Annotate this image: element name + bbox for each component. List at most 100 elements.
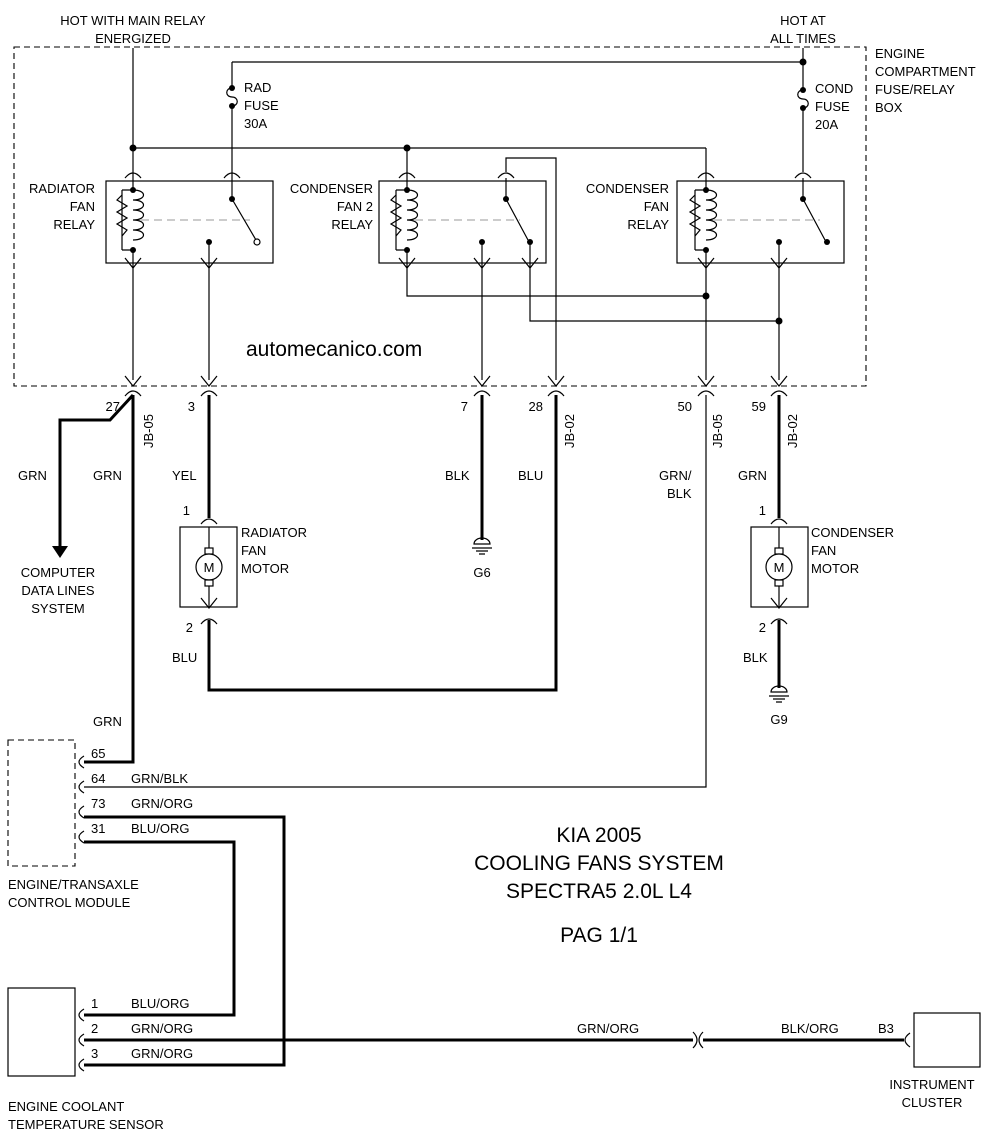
svg-text:28: 28 (529, 399, 543, 414)
svg-text:JB-02: JB-02 (785, 414, 800, 448)
diagram-title: KIA 2005 COOLING FANS SYSTEM SPECTRA5 2.… (474, 824, 724, 947)
cond-fuse: COND FUSE 20A (797, 81, 853, 172)
svg-text:COOLING FANS SYSTEM: COOLING FANS SYSTEM (474, 852, 724, 875)
svg-text:TEMPERATURE SENSOR: TEMPERATURE SENSOR (8, 1117, 164, 1132)
svg-text:65: 65 (91, 746, 105, 761)
svg-text:FAN 2: FAN 2 (337, 199, 373, 214)
svg-text:GRN/BLK: GRN/BLK (131, 771, 188, 786)
svg-text:ALL TIMES: ALL TIMES (770, 31, 836, 46)
svg-text:JB-05: JB-05 (141, 414, 156, 448)
svg-text:G9: G9 (770, 712, 787, 727)
svg-text:HOT AT: HOT AT (780, 13, 826, 28)
box-pin-numbers: 27 3 7 28 50 59 (106, 399, 766, 414)
svg-text:2: 2 (91, 1021, 98, 1036)
svg-text:BLK: BLK (667, 486, 692, 501)
svg-text:BLK: BLK (743, 650, 768, 665)
svg-text:FUSE: FUSE (815, 99, 850, 114)
fuse-relay-box-outline (13, 46, 867, 387)
engine-transaxle-control-module: 65 64 73 31 GRN/BLK GRN/ORG BLU/ORG ENGI… (7, 739, 193, 910)
svg-text:PAG 1/1: PAG 1/1 (560, 924, 638, 947)
svg-text:3: 3 (188, 399, 195, 414)
condenser-fan-relay: CONDENSER FAN RELAY (586, 172, 845, 269)
svg-text:BLU: BLU (172, 650, 197, 665)
svg-text:GRN/ORG: GRN/ORG (577, 1021, 639, 1036)
wire-color-labels: GRN GRN YEL BLK BLU GRN/ BLK GRN BLU BLK… (18, 468, 768, 729)
svg-text:INSTRUMENT: INSTRUMENT (889, 1077, 974, 1092)
svg-text:CONDENSER: CONDENSER (586, 181, 669, 196)
svg-text:COMPUTER: COMPUTER (21, 565, 95, 580)
svg-text:JB-05: JB-05 (710, 414, 725, 448)
svg-text:ENGINE COOLANT: ENGINE COOLANT (8, 1099, 124, 1114)
svg-text:SYSTEM: SYSTEM (31, 601, 84, 616)
svg-text:FAN: FAN (811, 543, 836, 558)
svg-text:FAN: FAN (70, 199, 95, 214)
svg-text:GRN/ORG: GRN/ORG (131, 796, 193, 811)
svg-text:M: M (774, 560, 785, 575)
svg-text:BOX: BOX (875, 100, 903, 115)
svg-text:RAD: RAD (244, 80, 271, 95)
svg-text:73: 73 (91, 796, 105, 811)
svg-text:GRN: GRN (738, 468, 767, 483)
svg-text:RELAY: RELAY (53, 217, 95, 232)
engine-coolant-temperature-sensor: 1 2 3 BLU/ORG GRN/ORG GRN/ORG ENGINE COO… (7, 987, 193, 1132)
svg-text:3: 3 (91, 1046, 98, 1061)
computer-data-lines-arrow (52, 546, 68, 558)
svg-text:CONTROL MODULE: CONTROL MODULE (8, 895, 131, 910)
instrument-cluster: GRN/ORG BLK/ORG B3 INSTRUMENT CLUSTER (577, 1012, 981, 1110)
svg-text:FUSE/RELAY: FUSE/RELAY (875, 82, 955, 97)
svg-text:BLK: BLK (445, 468, 470, 483)
hot-main-relay-label: HOT WITH MAIN RELAY ENERGIZED (60, 13, 206, 46)
svg-text:7: 7 (461, 399, 468, 414)
svg-text:GRN/ORG: GRN/ORG (131, 1046, 193, 1061)
svg-text:MOTOR: MOTOR (811, 561, 859, 576)
svg-text:MOTOR: MOTOR (241, 561, 289, 576)
radiator-fan-motor: M 1 2 RADIATOR FAN MOTOR (179, 503, 307, 635)
condenser-fan-motor: M 1 2 CONDENSER FAN MOTOR (750, 503, 894, 635)
svg-text:CLUSTER: CLUSTER (902, 1095, 963, 1110)
svg-text:31: 31 (91, 821, 105, 836)
svg-text:50: 50 (678, 399, 692, 414)
svg-text:BLK/ORG: BLK/ORG (781, 1021, 839, 1036)
svg-text:BLU: BLU (518, 468, 543, 483)
watermark: automecanico.com (246, 338, 422, 361)
svg-text:30A: 30A (244, 116, 267, 131)
radiator-fan-relay: RADIATOR FAN RELAY (29, 172, 274, 269)
svg-text:COND: COND (815, 81, 853, 96)
svg-text:ENGINE: ENGINE (875, 46, 925, 61)
fuse-box-label: ENGINE COMPARTMENT FUSE/RELAY BOX (875, 46, 976, 115)
svg-text:ENERGIZED: ENERGIZED (95, 31, 171, 46)
svg-text:JB-02: JB-02 (562, 414, 577, 448)
svg-text:HOT WITH MAIN RELAY: HOT WITH MAIN RELAY (60, 13, 206, 28)
svg-text:BLU/ORG: BLU/ORG (131, 821, 190, 836)
svg-text:RADIATOR: RADIATOR (29, 181, 95, 196)
svg-text:RELAY: RELAY (331, 217, 373, 232)
svg-text:20A: 20A (815, 117, 838, 132)
svg-text:GRN: GRN (93, 714, 122, 729)
svg-text:GRN: GRN (18, 468, 47, 483)
svg-text:ENGINE/TRANSAXLE: ENGINE/TRANSAXLE (8, 877, 139, 892)
svg-text:64: 64 (91, 771, 105, 786)
svg-text:KIA 2005: KIA 2005 (556, 824, 641, 847)
svg-text:FAN: FAN (241, 543, 266, 558)
svg-text:CONDENSER: CONDENSER (811, 525, 894, 540)
svg-text:YEL: YEL (172, 468, 197, 483)
svg-text:DATA LINES: DATA LINES (21, 583, 95, 598)
svg-text:1: 1 (91, 996, 98, 1011)
svg-text:M: M (204, 560, 215, 575)
svg-text:GRN/: GRN/ (659, 468, 692, 483)
svg-text:FUSE: FUSE (244, 98, 279, 113)
svg-text:1: 1 (183, 503, 190, 518)
svg-text:2: 2 (186, 620, 193, 635)
svg-text:B3: B3 (878, 1021, 894, 1036)
condenser-fan-2-relay: CONDENSER FAN 2 RELAY (290, 157, 557, 380)
computer-data-lines-label: COMPUTER DATA LINES SYSTEM (21, 565, 95, 616)
svg-text:2: 2 (759, 620, 766, 635)
svg-text:COMPARTMENT: COMPARTMENT (875, 64, 976, 79)
svg-text:G6: G6 (473, 565, 490, 580)
svg-text:GRN: GRN (93, 468, 122, 483)
svg-text:RELAY: RELAY (627, 217, 669, 232)
hot-all-times-label: HOT AT ALL TIMES (770, 13, 836, 46)
rad-fuse: RAD FUSE 30A (226, 80, 279, 172)
